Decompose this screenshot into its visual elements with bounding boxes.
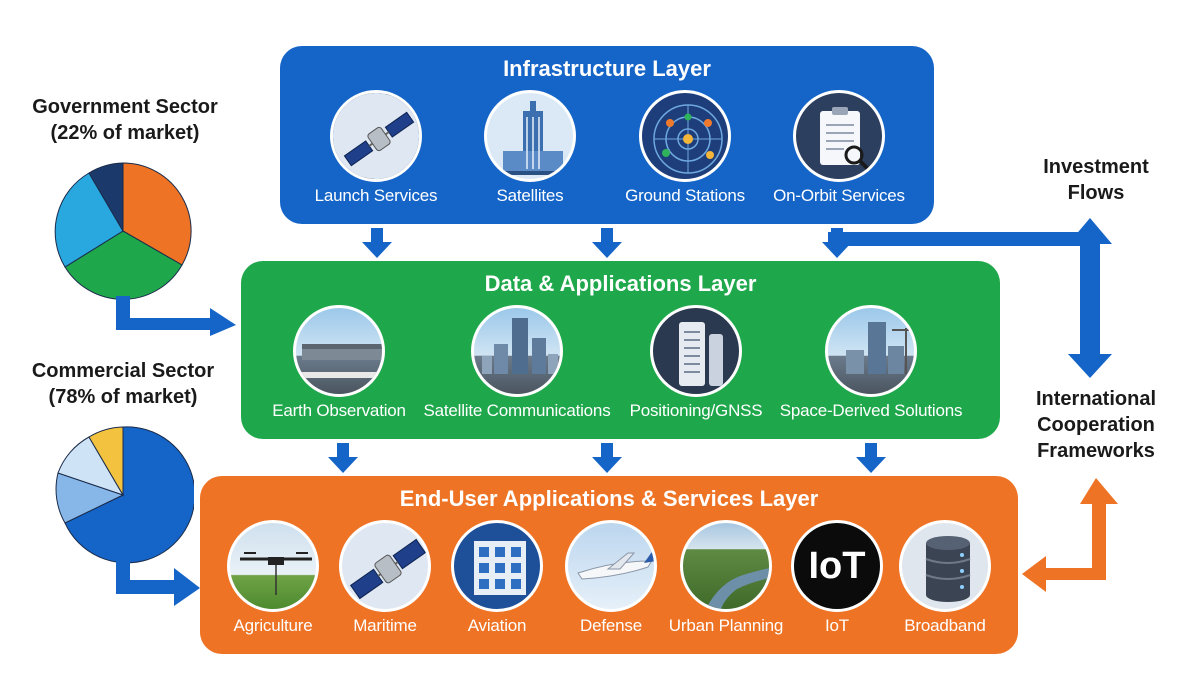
investment-flows-label: Investment Flows: [1020, 154, 1172, 206]
building-icon: [484, 90, 576, 182]
arrow-down-icon: [592, 443, 622, 473]
node-launch-services[interactable]: Launch Services: [304, 90, 448, 206]
node-label: Maritime: [353, 616, 417, 635]
node-label: Satellite Communications: [423, 401, 611, 420]
pie-slice: [54, 172, 124, 268]
satellite-icon: [339, 520, 431, 612]
end-user-layer-title: End-User Applications & Services Layer: [399, 486, 819, 511]
node-ground-stations[interactable]: Ground Stations: [610, 90, 760, 206]
airplane-icon: [565, 520, 657, 612]
node-on-orbit-services[interactable]: On-Orbit Services: [764, 90, 914, 206]
arrow-down-icon: [592, 228, 622, 258]
investment-flows-arrow: [828, 218, 1112, 378]
government-pie-chart: [54, 162, 192, 300]
node-label: Ground Stations: [625, 186, 745, 205]
iot-text-icon: IoT: [791, 520, 883, 612]
node-aviation[interactable]: Aviation: [442, 520, 552, 636]
data-applications-layer: Data & Applications Layer Earth Observat…: [241, 261, 1000, 439]
node-earth-observation[interactable]: Earth Observation: [261, 305, 417, 421]
node-space-derived-solutions[interactable]: Space-Derived Solutions: [773, 305, 969, 421]
node-maritime[interactable]: Maritime: [330, 520, 440, 636]
city-photo-icon: [825, 305, 917, 397]
government-sector-title: Government Sector (22% of market): [10, 94, 240, 146]
node-satellite-communications[interactable]: Satellite Communications: [417, 305, 617, 421]
node-label: Urban Planning: [668, 616, 784, 635]
intl-line3: Frameworks: [1037, 440, 1155, 462]
government-sector-share: (22% of market): [50, 122, 200, 144]
iot-icon-text: IoT: [808, 544, 866, 587]
node-label: Launch Services: [314, 186, 438, 205]
drone-icon: [227, 520, 319, 612]
investment-line2: Flows: [1067, 182, 1125, 204]
pie-slice: [64, 426, 194, 564]
arrow-right-icon: [116, 296, 236, 336]
node-label: Agriculture: [233, 616, 313, 635]
node-label: Earth Observation: [272, 401, 406, 420]
node-broadband[interactable]: Broadband: [890, 520, 1000, 636]
node-urban-planning[interactable]: Urban Planning: [662, 520, 790, 636]
arrow-down-icon: [362, 228, 392, 258]
node-label: Aviation: [467, 616, 527, 635]
commercial-sector-title: Commercial Sector (78% of market): [10, 358, 236, 410]
server-rack-icon: [650, 305, 742, 397]
node-label: Positioning/GNSS: [629, 401, 763, 420]
node-satellites[interactable]: Satellites: [460, 90, 600, 206]
skyscraper-photo-icon: [471, 305, 563, 397]
infrastructure-layer: Infrastructure Layer Launch Services: [280, 46, 934, 224]
database-icon: [899, 520, 991, 612]
node-label: IoT: [825, 616, 849, 635]
node-positioning-gnss[interactable]: Positioning/GNSS: [621, 305, 771, 421]
river-landscape-icon: [680, 520, 772, 612]
airport-photo-icon: [293, 305, 385, 397]
commercial-sector-share: (78% of market): [48, 386, 198, 408]
node-label: Defense: [580, 616, 642, 635]
arrow-right-icon: [116, 560, 200, 606]
investment-line1: Investment: [1043, 156, 1149, 178]
building-grid-icon: [451, 520, 543, 612]
network-radar-icon: [639, 90, 731, 182]
commercial-sector-label: Commercial Sector: [31, 360, 215, 382]
node-defense[interactable]: Defense: [556, 520, 666, 636]
node-iot[interactable]: IoT IoT: [782, 520, 892, 636]
node-label: On-Orbit Services: [773, 186, 905, 205]
government-sector-label: Government Sector: [32, 96, 218, 118]
pie-slice: [122, 162, 192, 266]
satellite-icon: [330, 90, 422, 182]
node-label: Satellites: [496, 186, 564, 205]
intl-line2: Cooperation: [1037, 414, 1155, 436]
end-user-layer: End-User Applications & Services Layer A…: [200, 476, 1018, 654]
data-layer-title: Data & Applications Layer: [484, 271, 757, 296]
infrastructure-layer-title: Infrastructure Layer: [503, 56, 711, 81]
arrow-down-icon: [856, 443, 886, 473]
node-agriculture[interactable]: Agriculture: [216, 520, 330, 636]
clipboard-magnifier-icon: [793, 90, 885, 182]
node-label: Space-Derived Solutions: [779, 401, 963, 420]
pie-slice: [88, 426, 124, 497]
intl-line1: International: [1035, 388, 1156, 410]
arrow-down-icon: [328, 443, 358, 473]
pie-slice: [88, 162, 124, 233]
commercial-pie-chart: [55, 426, 194, 564]
international-cooperation-label: International Cooperation Frameworks: [1018, 386, 1174, 464]
cooperation-arrow: [1022, 478, 1118, 592]
node-label: Broadband: [904, 616, 986, 635]
